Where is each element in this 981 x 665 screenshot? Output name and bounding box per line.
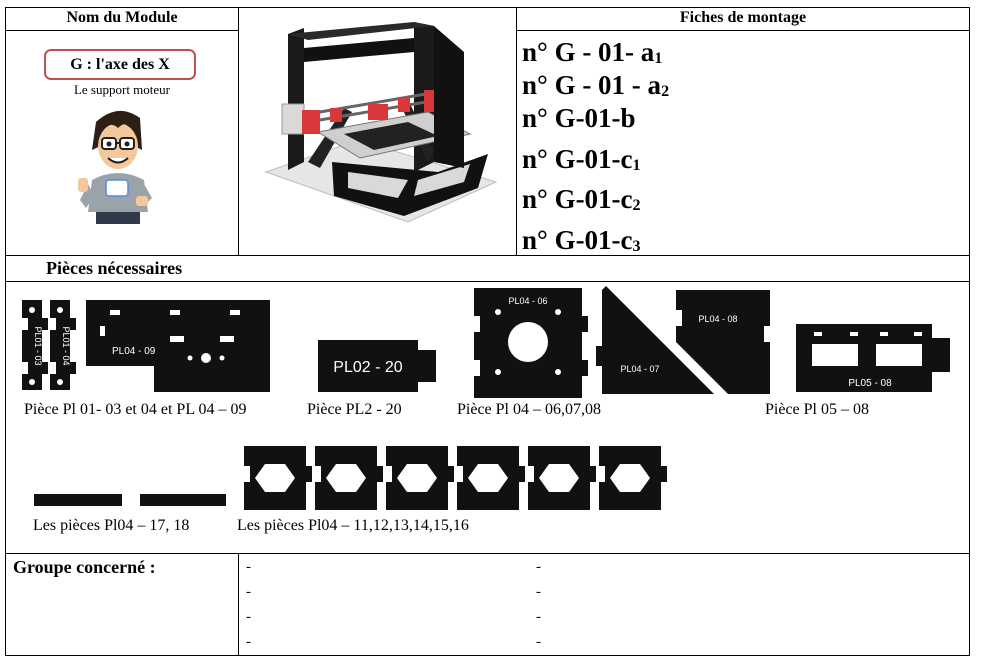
pieces-title: Pièces nécessaires <box>46 258 183 278</box>
part-label: PL04 - 08 <box>698 314 737 324</box>
module-header: Nom du Module <box>66 9 178 26</box>
groupe-right-item: - <box>536 609 541 625</box>
hex-part <box>599 446 667 510</box>
groupe-right-item: - <box>536 559 541 575</box>
table-col-rule <box>238 553 239 656</box>
fiche-item: n° G-01-c1 <box>522 144 641 174</box>
groupe-right-item: - <box>536 634 541 650</box>
piece-caption: Pièce Pl 01- 03 et 04 et PL 04 – 09 <box>24 401 247 418</box>
module-subtitle: Le support moteur <box>73 82 171 97</box>
part-label: PL02 - 20 <box>333 359 402 376</box>
part-label: PL04 - 07 <box>620 364 659 374</box>
table-rule <box>5 553 970 554</box>
hex-part <box>457 446 525 510</box>
table-rule <box>5 255 970 256</box>
table-border-right <box>969 7 970 656</box>
fiche-item: n° G-01-c2 <box>522 184 641 214</box>
fiche-item: n° G - 01- a1 <box>522 37 663 67</box>
table-rule <box>5 30 238 31</box>
part-label: PL05 - 08 <box>848 378 892 389</box>
fiche-item: n° G-01-c3 <box>522 225 641 255</box>
groupe-left-item: - <box>246 559 251 575</box>
part-pl0418 <box>140 494 226 506</box>
printer-3d-render <box>264 22 498 223</box>
part-pl0508: PL05 - 08 <box>796 324 950 392</box>
piece-caption: Pièce PL2 - 20 <box>307 401 402 418</box>
module-name: G : l'axe des X <box>70 56 170 73</box>
fiche-item: n° G - 01 - a2 <box>522 70 670 100</box>
hex-part <box>528 446 596 510</box>
part-pl0220: PL02 - 20 <box>318 340 436 392</box>
parts-pl01-pl0409: PL01 - 03 PL01 - 04 PL04 - 09 <box>22 300 270 392</box>
table-border-top <box>5 7 970 8</box>
parts-pl0406-0408: PL04 - 06 PL04 - 07 PL04 - 08 <box>474 286 770 398</box>
part-label: PL01 - 03 <box>33 326 43 365</box>
part-label: PL04 - 09 <box>112 346 156 357</box>
hex-part <box>315 446 383 510</box>
table-rule <box>516 30 970 31</box>
module-name-badge: G : l'axe des X <box>44 49 196 80</box>
piece-caption: Pièce Pl 04 – 06,07,08 <box>457 401 601 418</box>
avatar <box>78 110 152 224</box>
piece-caption: Les pièces Pl04 – 11,12,13,14,15,16 <box>237 517 469 534</box>
parts-pl0411-0416 <box>244 446 667 510</box>
groupe-right-item: - <box>536 584 541 600</box>
groupe-title: Groupe concerné : <box>13 557 156 577</box>
piece-caption: Pièce Pl 05 – 08 <box>765 401 869 418</box>
groupe-left-item: - <box>246 634 251 650</box>
groupe-left-item: - <box>246 609 251 625</box>
table-col-rule <box>516 7 517 256</box>
table-border-left <box>5 7 6 656</box>
hex-part <box>244 446 312 510</box>
table-col-rule <box>238 7 239 256</box>
hex-part <box>386 446 454 510</box>
part-label: PL01 - 04 <box>61 326 71 365</box>
part-pl0417 <box>34 494 122 506</box>
table-rule <box>5 281 970 282</box>
fiche-item: n° G-01-b <box>522 103 636 133</box>
piece-caption: Les pièces Pl04 – 17, 18 <box>33 517 190 534</box>
part-label: PL04 - 06 <box>508 296 547 306</box>
table-border-bottom <box>5 655 970 656</box>
groupe-left-item: - <box>246 584 251 600</box>
fiches-header: Fiches de montage <box>679 9 807 26</box>
